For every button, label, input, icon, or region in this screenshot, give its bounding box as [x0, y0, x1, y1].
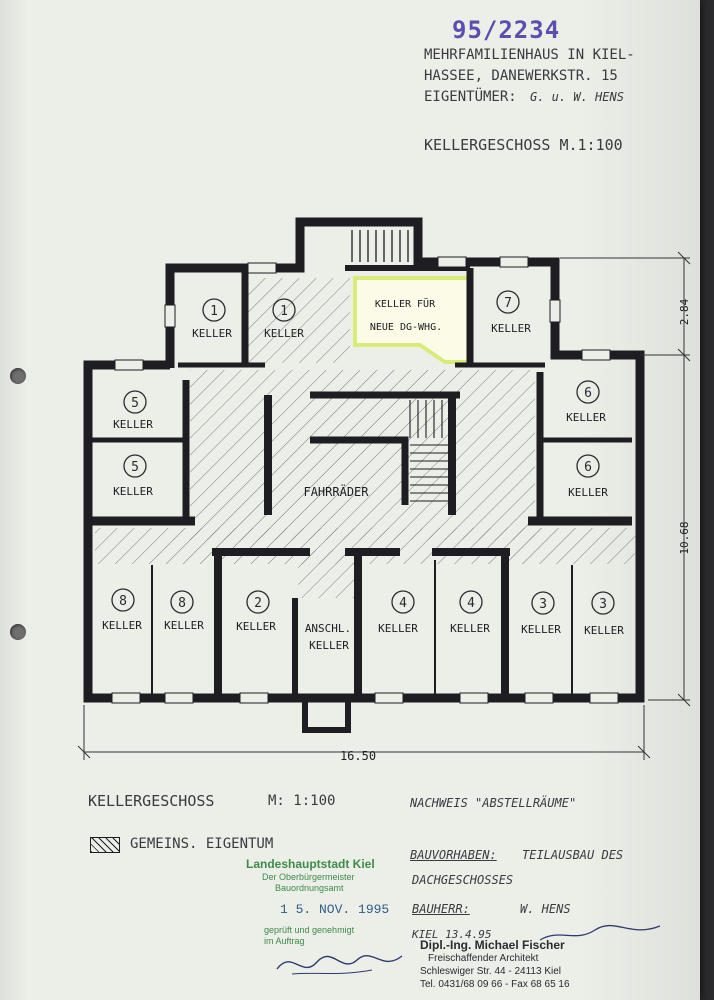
room-number: 1: [280, 304, 288, 319]
room-label: KELLER: [164, 619, 204, 632]
bauherr-label: BAUHERR:: [412, 902, 470, 916]
interior-walls: [92, 268, 632, 698]
owner-name: G. u. W. HENS: [530, 90, 624, 104]
stamp-dept-1: Der Oberbürgermeister: [262, 872, 355, 882]
room-number: 8: [178, 596, 186, 611]
room-number: 4: [399, 596, 407, 611]
room-label-anschl-1: ANSCHL.: [305, 622, 351, 635]
bauherr-name: W. HENS: [520, 902, 571, 916]
header-line-2: HASSEE, DANEWERKSTR. 15: [424, 68, 618, 84]
room-number: 4: [467, 596, 475, 611]
entry-stair: [351, 230, 409, 262]
architect-signature: [539, 925, 661, 941]
legend-hatch-swatch: [90, 837, 120, 853]
room-number: 7: [504, 296, 512, 311]
room-label: KELLER: [236, 620, 276, 633]
punch-hole-top: [10, 368, 26, 384]
paper-fold: [0, 0, 28, 1000]
owner-label: EIGENTÜMER:: [424, 89, 517, 105]
stamp-approved-2: im Auftrag: [264, 936, 305, 946]
footer-plan-title: KELLERGESCHOSS: [88, 792, 215, 810]
vorhaben-line-1: TEILAUSBAU DES: [522, 848, 624, 862]
footer-scale: M: 1:100: [268, 793, 336, 809]
room-label: KELLER: [264, 327, 304, 340]
punch-hole-bottom: [10, 624, 26, 640]
room-label-anschl-2: KELLER: [309, 639, 349, 652]
architect-address: Schleswiger Str. 44 - 24113 Kiel: [420, 966, 562, 977]
official-signature: [276, 954, 403, 975]
room-label: KELLER: [113, 485, 153, 498]
room-label: KELLER: [568, 486, 608, 499]
room-label: KELLER: [450, 622, 490, 635]
stamp-city: Landeshauptstadt Kiel: [246, 857, 375, 871]
room-label: KELLER: [521, 623, 561, 636]
floor-plan: 1 1 7 5 5 6 6 8 8 2 4 4 3 3 KELLER KELLE…: [77, 217, 691, 763]
vorhaben-line-2: DACHGESCHOSSES: [412, 873, 514, 887]
room-number: 3: [599, 597, 607, 612]
room-label-new-dg-1: KELLER FÜR: [375, 297, 436, 310]
stamp-dept-2: Bauordnungsamt: [275, 883, 344, 893]
vorhaben-label: BAUVORHABEN:: [410, 848, 497, 862]
room-label: KELLER: [566, 411, 606, 424]
drawing-date: KIEL 13.4.95: [412, 928, 492, 941]
room-label: KELLER: [113, 418, 153, 431]
architect-phone: Tel. 0431/68 09 66 - Fax 68 65 16: [420, 979, 570, 990]
highlight-room-new-dg: [353, 276, 472, 364]
room-number: 2: [254, 596, 262, 611]
room-number: 6: [584, 460, 592, 475]
room-label: KELLER: [491, 322, 531, 335]
room-number: 8: [119, 594, 127, 609]
dimension-lines: [77, 251, 691, 760]
room-number-circles: [111, 290, 615, 615]
room-label: KELLER: [102, 619, 142, 632]
room-number: 1: [210, 304, 218, 319]
stamp-date: 1 5. NOV. 1995: [280, 902, 390, 917]
stamp-approved-1: geprüft und genehmigt: [264, 925, 355, 935]
common-area-label: FAHRRÄDER: [303, 484, 369, 499]
room-label-new-dg-2: NEUE DG-WHG.: [370, 322, 442, 333]
room-number: 5: [131, 460, 139, 475]
dimension-depth: 10.68: [678, 521, 691, 554]
inner-stair: [409, 400, 448, 502]
room-label: KELLER: [378, 622, 418, 635]
room-label: KELLER: [584, 624, 624, 637]
dimension-bay: 2.84: [678, 298, 691, 325]
room-number: 3: [539, 597, 547, 612]
architect-name: Dipl.-Ing. Michael Fischer: [420, 938, 565, 952]
room-label: KELLER: [192, 327, 232, 340]
nachweis-text: NACHWEIS "ABSTELLRÄUME": [410, 796, 577, 810]
architect-title: Freischaffender Architekt: [428, 953, 539, 964]
bottom-light-well: [302, 698, 351, 733]
dimension-width: 16.50: [340, 749, 376, 763]
header-line-1: MEHRFAMILIENHAUS IN KIEL-: [424, 47, 635, 63]
windows: [111, 256, 619, 704]
file-number: 95/2234: [452, 16, 561, 44]
room-number: 5: [131, 396, 139, 411]
legend-label: GEMEINS. EIGENTUM: [130, 836, 274, 852]
outer-walls: [83, 217, 645, 703]
plan-title: KELLERGESCHOSS M.1:100: [424, 136, 623, 154]
room-number: 6: [584, 386, 592, 401]
